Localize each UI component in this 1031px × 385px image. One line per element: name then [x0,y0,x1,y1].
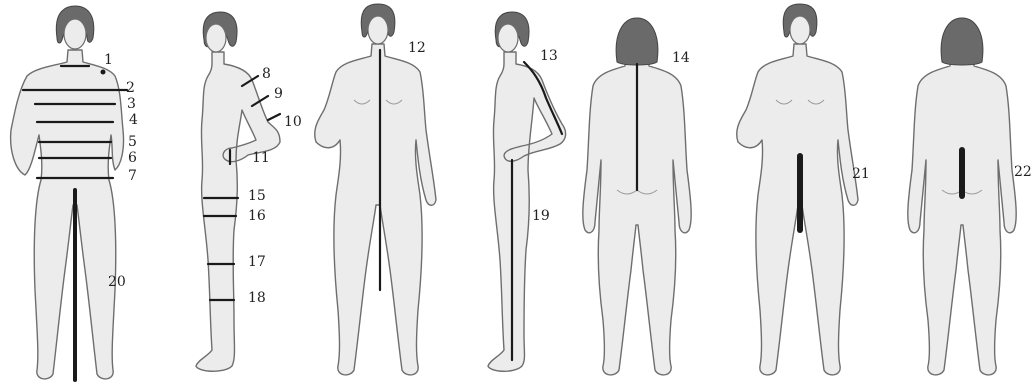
figure-side-arm-length [488,12,566,371]
label-7: 7 [128,168,137,184]
face [64,19,86,49]
measure-line-10 [268,114,280,120]
label-19: 19 [532,208,550,224]
body-outline [196,52,280,371]
figure-front-inseam [737,4,858,375]
face [206,24,226,52]
hair [941,18,983,65]
label-1: 1 [104,52,113,68]
body-outline [908,60,1016,375]
label-10: 10 [284,114,302,130]
face [498,24,518,52]
label-5: 5 [128,134,137,150]
label-18: 18 [248,290,266,306]
body-outline [488,52,566,371]
figure-back [583,18,691,375]
label-3: 3 [127,96,136,112]
label-22: 22 [1014,164,1031,180]
figure-back-inseam [908,18,1016,375]
body-outline [315,44,436,375]
label-14: 14 [672,50,690,66]
label-2: 2 [126,80,135,96]
label-16: 16 [248,208,266,224]
label-8: 8 [262,66,271,82]
label-15: 15 [248,188,266,204]
label-12: 12 [408,40,426,56]
label-21: 21 [852,166,870,182]
label-11: 11 [252,150,270,166]
face [368,16,388,44]
shoulder-point [101,70,106,75]
figure-front-center [315,4,436,375]
body-outline [11,50,124,379]
label-6: 6 [128,150,137,166]
label-9: 9 [274,86,283,102]
label-17: 17 [248,254,266,270]
label-20: 20 [108,274,126,290]
face [790,16,810,44]
hair [616,18,658,65]
label-13: 13 [540,48,558,64]
label-4: 4 [129,112,138,128]
